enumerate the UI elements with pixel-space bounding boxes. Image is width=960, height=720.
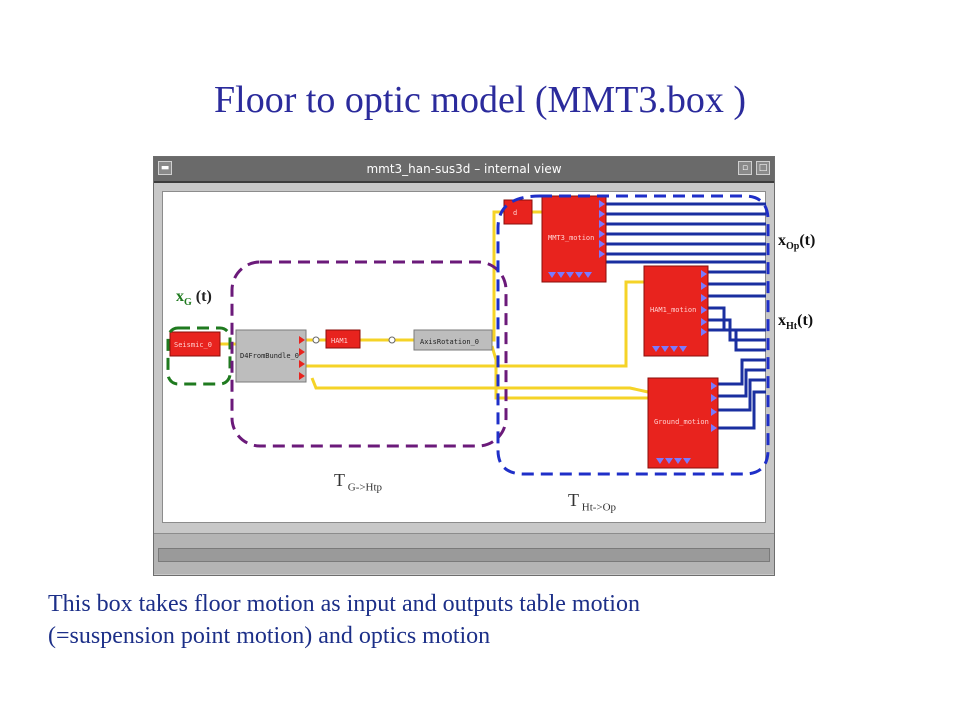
window-statusbar	[154, 533, 774, 574]
block-ham1-label: HAM1	[331, 337, 348, 345]
wire-d4-ham1motion	[306, 280, 644, 368]
label-tht-main: T	[568, 490, 579, 510]
label-xg: xG (t)	[176, 288, 212, 308]
blue-wires	[606, 202, 766, 430]
block-ham1[interactable]: HAM1	[325, 329, 361, 349]
label-xop-main: x	[778, 232, 786, 249]
label-xht: xHt(t)	[778, 312, 813, 332]
block-d4frombundle[interactable]: D4FromBundle_0	[235, 329, 307, 383]
window-menu-icon[interactable]: ▬	[158, 161, 172, 175]
block-mmt3-motion[interactable]: MMT3_motion	[541, 195, 607, 283]
block-mmt3-label: MMT3_motion	[548, 234, 594, 242]
label-tht-sub: Ht->Op	[579, 501, 617, 514]
label-xop-tail: (t)	[799, 232, 816, 249]
wire-d4-ground	[310, 377, 649, 394]
block-d[interactable]: d	[503, 199, 533, 225]
maximize-icon[interactable]: □	[756, 161, 770, 175]
block-d-label: d	[513, 209, 517, 217]
caption-line-1: This box takes floor motion as input and…	[48, 591, 640, 617]
port-icon	[299, 348, 305, 356]
label-xht-sub: Ht	[786, 321, 798, 333]
port-icon	[299, 336, 305, 344]
block-seismic[interactable]: Seismic_0	[169, 331, 221, 357]
slide-title: Floor to optic model (MMT3.box )	[214, 79, 746, 121]
window-titlebar[interactable]: ▬ mmt3_han-sus3d – internal view ▫ □	[154, 157, 774, 183]
label-xop: xOp(t)	[778, 232, 815, 252]
connector-dot-icon	[312, 336, 320, 344]
tht-op-group-outline	[496, 194, 770, 476]
block-ground-motion[interactable]: Ground_motion	[647, 377, 719, 469]
connector-dot-icon	[388, 336, 396, 344]
block-d4-label: D4FromBundle_0	[240, 352, 299, 360]
block-ham1-motion[interactable]: HAM1_motion	[643, 265, 709, 357]
window-title: mmt3_han-sus3d – internal view	[366, 162, 562, 176]
label-xop-sub: Op	[786, 241, 800, 253]
port-icon	[299, 360, 305, 368]
label-xg-tail: (t)	[191, 288, 212, 305]
horizontal-scrollbar[interactable]	[158, 548, 770, 562]
block-axis-label: AxisRotation_0	[420, 338, 479, 346]
block-axisrotation[interactable]: AxisRotation_0	[413, 329, 493, 351]
label-xht-main: x	[778, 312, 786, 329]
slide-caption: This box takes floor motion as input and…	[48, 588, 928, 652]
minimize-icon[interactable]: ▫	[738, 161, 752, 175]
label-tg-htp: T G->Htp	[334, 470, 382, 494]
tg-htp-group-outline	[230, 260, 508, 448]
block-ground-label: Ground_motion	[654, 418, 709, 426]
label-xht-tail: (t)	[797, 312, 814, 329]
input-group-outline	[166, 326, 232, 386]
block-seismic-label: Seismic_0	[174, 341, 212, 349]
block-ham1motion-label: HAM1_motion	[650, 306, 696, 314]
label-xg-sub: G	[184, 297, 192, 309]
label-xg-main: x	[176, 288, 184, 305]
wire-axis-ground	[490, 345, 648, 400]
label-tht-op: T Ht->Op	[568, 490, 616, 514]
label-tg-main: T	[334, 470, 345, 490]
yellow-wires	[220, 210, 649, 400]
port-icon	[299, 372, 305, 380]
caption-line-2: (=suspension point motion) and optics mo…	[48, 623, 491, 649]
label-tg-sub: G->Htp	[345, 481, 383, 494]
wire-axis-d	[492, 210, 504, 342]
